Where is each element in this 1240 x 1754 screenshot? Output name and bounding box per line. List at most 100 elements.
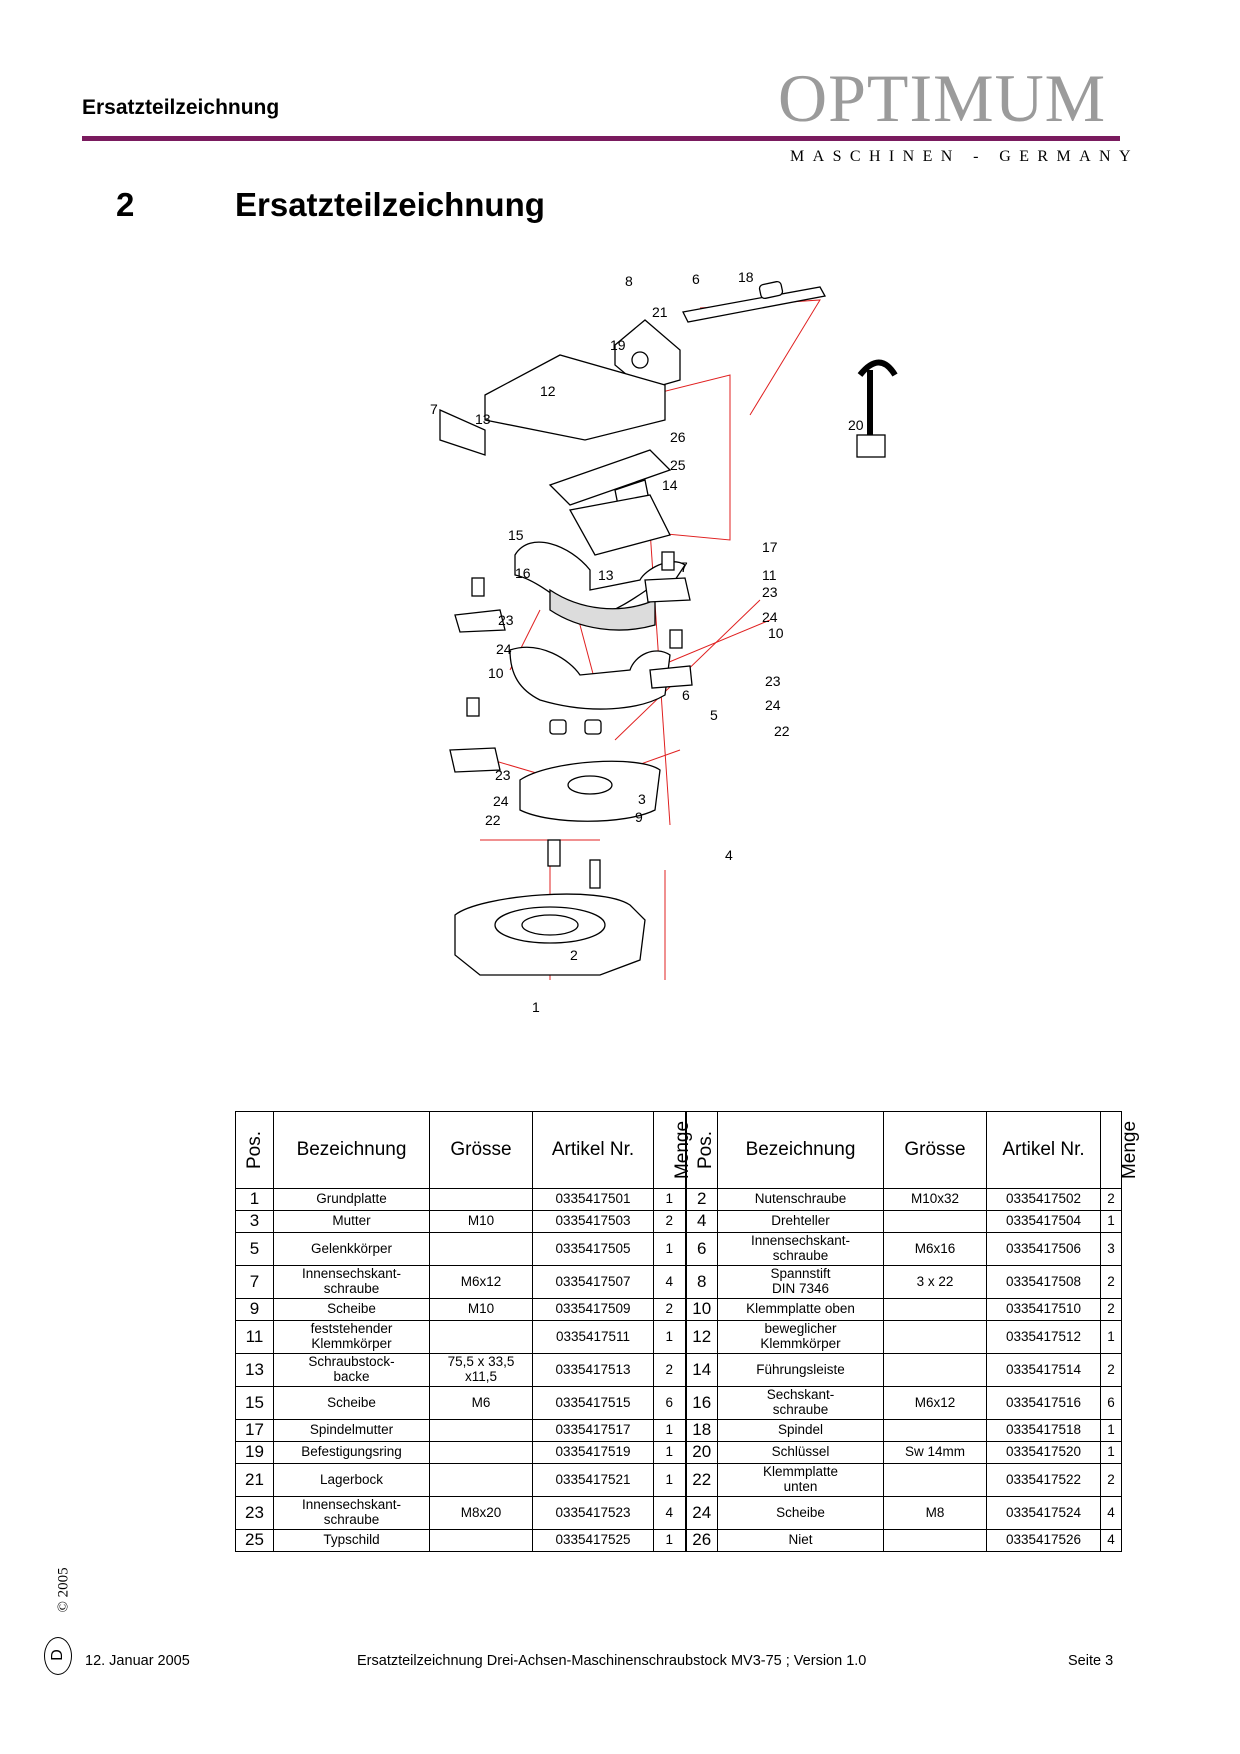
- article-cell: 0335417526: [986, 1529, 1101, 1552]
- callout: 4: [725, 847, 733, 863]
- article-cell: 0335417507: [532, 1265, 654, 1299]
- size-cell: [883, 1529, 987, 1552]
- qty-cell: 1: [653, 1320, 687, 1354]
- header-size: Grösse: [429, 1111, 533, 1189]
- size-cell: [883, 1320, 987, 1354]
- article-cell: 0335417503: [532, 1210, 654, 1233]
- article-cell: 0335417502: [986, 1188, 1101, 1211]
- header-pos: Pos.: [685, 1111, 718, 1189]
- footer-date: 12. Januar 2005: [85, 1653, 190, 1669]
- qty-cell: 6: [653, 1386, 687, 1420]
- article-cell: 0335417517: [532, 1419, 654, 1442]
- name-cell: Typschild: [273, 1529, 430, 1552]
- pos-cell: 2: [685, 1188, 718, 1211]
- footer-page-number: Seite 3: [1068, 1653, 1114, 1669]
- name-cell: Scheibe: [273, 1386, 430, 1420]
- size-cell: M6: [429, 1386, 533, 1420]
- article-cell: 0335417524: [986, 1496, 1101, 1530]
- callout: 23: [498, 612, 514, 628]
- size-cell: M8: [883, 1496, 987, 1530]
- article-cell: 0335417511: [532, 1320, 654, 1354]
- callout: 2: [570, 947, 578, 963]
- size-cell: M6x12: [883, 1386, 987, 1420]
- section-number: 2: [116, 186, 135, 223]
- size-cell: [429, 1441, 533, 1464]
- pos-cell: 1: [235, 1188, 274, 1211]
- qty-cell: 2: [653, 1298, 687, 1321]
- callout: 22: [485, 812, 501, 828]
- size-cell: [429, 1463, 533, 1497]
- article-cell: 0335417515: [532, 1386, 654, 1420]
- name-cell: Niet: [717, 1529, 884, 1552]
- callout: 24: [765, 697, 781, 713]
- size-cell: 3 x 22: [883, 1265, 987, 1299]
- name-cell: Schraubstock-backe: [273, 1353, 430, 1387]
- qty-cell: 4: [1100, 1529, 1122, 1552]
- article-cell: 0335417509: [532, 1298, 654, 1321]
- name-cell: Schlüssel: [717, 1441, 884, 1464]
- header-pos: Pos.: [235, 1111, 274, 1189]
- article-cell: 0335417504: [986, 1210, 1101, 1233]
- header-qty: Menge: [1100, 1111, 1140, 1189]
- qty-cell: 2: [1100, 1463, 1122, 1497]
- size-cell: M6x12: [429, 1265, 533, 1299]
- name-cell: Innensechskant-schraube: [273, 1496, 430, 1530]
- qty-cell: 4: [653, 1496, 687, 1530]
- pos-cell: 18: [685, 1419, 718, 1442]
- size-cell: Sw 14mm: [883, 1441, 987, 1464]
- article-cell: 0335417501: [532, 1188, 654, 1211]
- pos-cell: 4: [685, 1210, 718, 1233]
- callout: 22: [774, 723, 790, 739]
- callout: 9: [635, 809, 643, 825]
- callout: 14: [662, 477, 678, 493]
- qty-cell: 1: [1100, 1320, 1122, 1354]
- callout: 1: [532, 999, 540, 1015]
- header-qty: Menge: [653, 1111, 693, 1189]
- brand-tagline: MASCHINEN - GERMANY: [790, 148, 1139, 165]
- pos-cell: 13: [235, 1353, 274, 1387]
- pos-cell: 9: [235, 1298, 274, 1321]
- callout: 18: [738, 269, 754, 285]
- qty-cell: 2: [1100, 1188, 1122, 1211]
- qty-cell: 1: [653, 1419, 687, 1442]
- qty-cell: 1: [1100, 1441, 1122, 1464]
- pos-cell: 21: [235, 1463, 274, 1497]
- callout: 10: [768, 625, 784, 641]
- pos-cell: 6: [685, 1232, 718, 1266]
- exploded-view-drawing: 8 6 18 21 19 12 7 13 26 25 14 20 15 17 1…: [420, 269, 920, 1100]
- qty-cell: 6: [1100, 1386, 1122, 1420]
- section-title: Ersatzteilzeichnung: [235, 186, 545, 223]
- name-cell: Innensechskant-schraube: [717, 1232, 884, 1266]
- callout: 13: [598, 567, 614, 583]
- qty-cell: 1: [653, 1529, 687, 1552]
- parts-table: Pos. Bezeichnung Grösse Artikel Nr. Meng…: [235, 1111, 1140, 1552]
- pos-cell: 23: [235, 1496, 274, 1530]
- callout: 23: [495, 767, 511, 783]
- pos-cell: 22: [685, 1463, 718, 1497]
- name-cell: Führungsleiste: [717, 1353, 884, 1387]
- article-cell: 0335417522: [986, 1463, 1101, 1497]
- article-cell: 0335417508: [986, 1265, 1101, 1299]
- article-cell: 0335417510: [986, 1298, 1101, 1321]
- name-cell: Lagerbock: [273, 1463, 430, 1497]
- callout: 20: [848, 417, 864, 433]
- size-cell: [883, 1210, 987, 1233]
- pos-cell: 11: [235, 1320, 274, 1354]
- callout: 13: [475, 411, 491, 427]
- callout: 24: [496, 641, 512, 657]
- pos-cell: 24: [685, 1496, 718, 1530]
- qty-cell: 1: [1100, 1419, 1122, 1442]
- callout: 7: [680, 559, 688, 575]
- pos-cell: 14: [685, 1353, 718, 1387]
- callout: 6: [692, 271, 700, 287]
- callout: 16: [515, 565, 531, 581]
